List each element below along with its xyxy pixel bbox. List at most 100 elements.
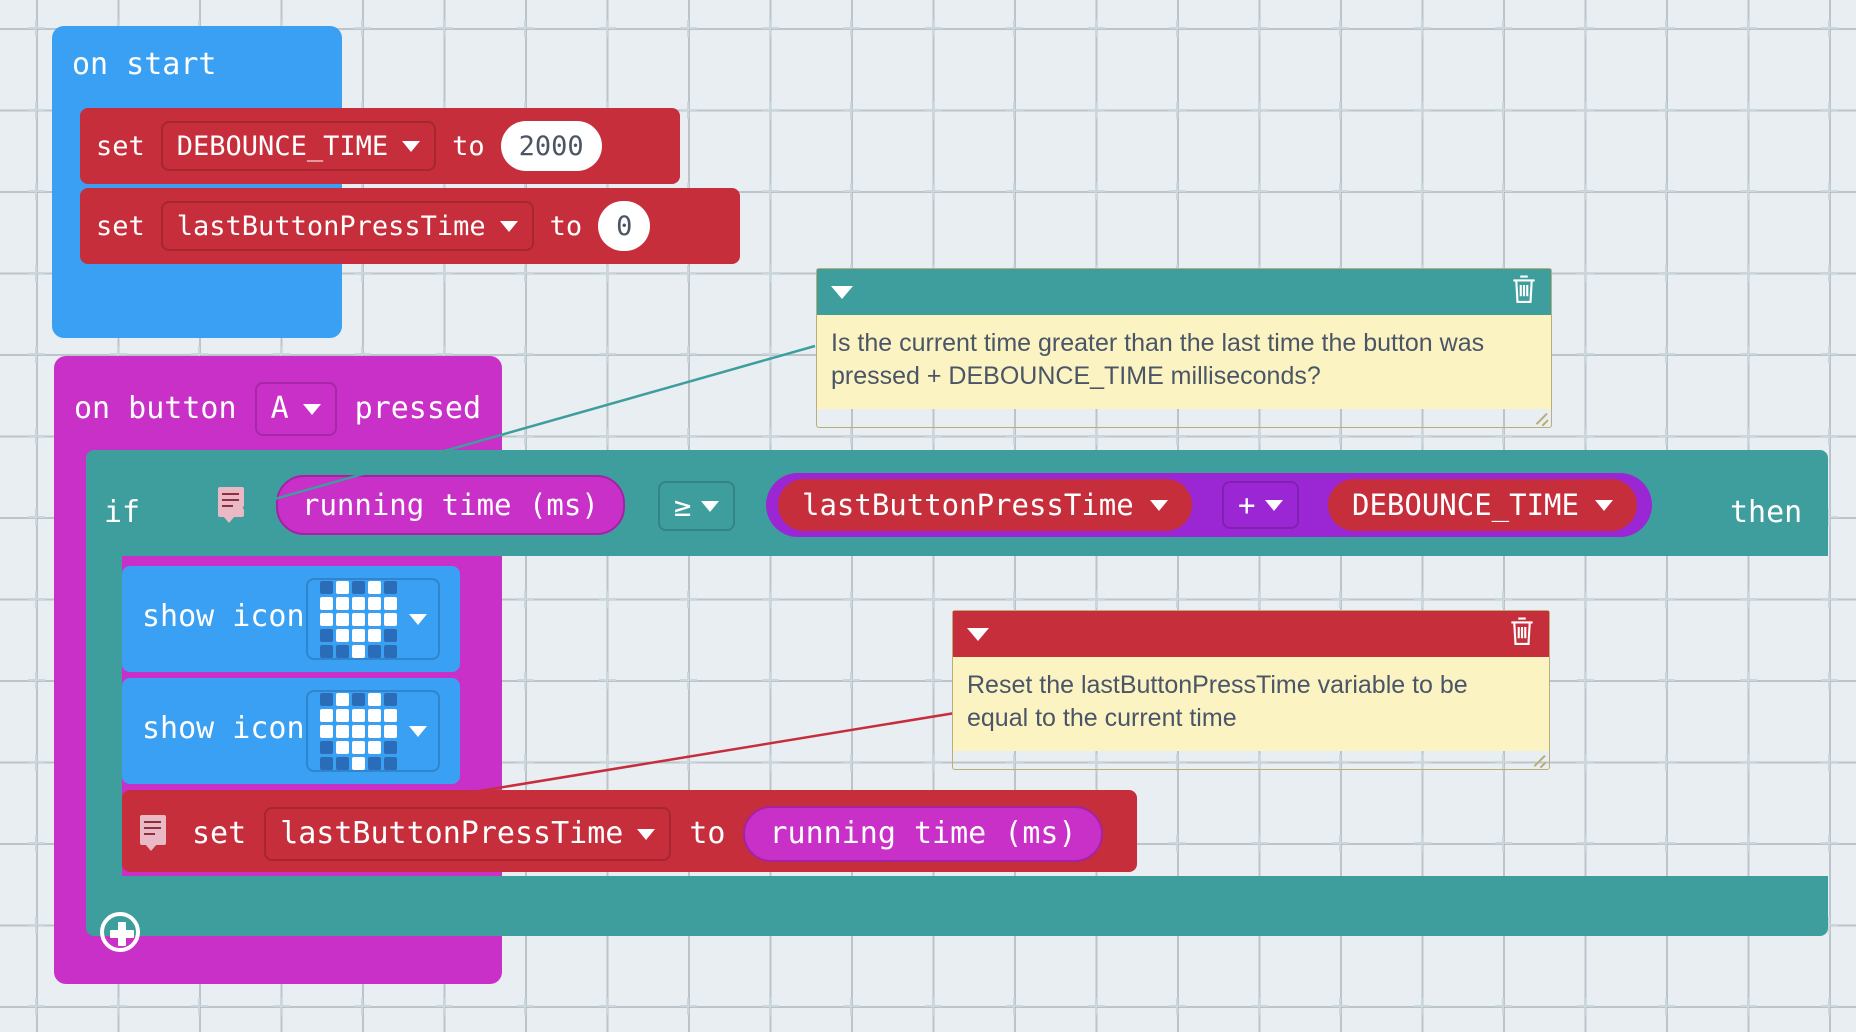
led-cell bbox=[367, 724, 381, 738]
number-input-2000[interactable]: 2000 bbox=[500, 121, 602, 171]
grid-mark bbox=[761, 427, 779, 445]
grid-mark bbox=[1821, 101, 1838, 119]
reset-comment-text[interactable]: Reset the lastButtonPressTime variable t… bbox=[953, 657, 1549, 751]
led-cell bbox=[383, 644, 397, 658]
led-cell bbox=[351, 724, 365, 738]
led-cell bbox=[319, 596, 333, 610]
arithmetic-operator-dropdown[interactable]: + bbox=[1222, 481, 1300, 529]
chevron-down-icon bbox=[402, 140, 421, 152]
if-add-else-button[interactable] bbox=[100, 912, 140, 952]
grid-mark bbox=[1821, 672, 1838, 689]
led-cell bbox=[351, 708, 365, 722]
grid-mark bbox=[1006, 101, 1023, 119]
icon-dropdown-1[interactable] bbox=[306, 578, 440, 660]
grid-mark bbox=[28, 916, 45, 934]
caret-down-icon[interactable] bbox=[967, 627, 989, 641]
led-cell bbox=[351, 612, 365, 626]
trash-icon[interactable] bbox=[1507, 615, 1537, 653]
grid-mark bbox=[28, 427, 45, 445]
grid-mark bbox=[1576, 835, 1594, 852]
running-time-reporter-2[interactable]: running time (ms) bbox=[743, 806, 1103, 862]
grid-mark bbox=[1576, 183, 1594, 200]
grid-mark bbox=[1413, 101, 1431, 119]
if-then-block-footer bbox=[86, 876, 1828, 936]
resize-handle[interactable] bbox=[1534, 410, 1548, 424]
number-input-0[interactable]: 0 bbox=[598, 201, 651, 251]
grid-mark bbox=[843, 753, 860, 771]
grid-mark bbox=[1413, 427, 1431, 445]
grid-mark bbox=[598, 672, 616, 689]
button-dropdown[interactable]: A bbox=[254, 382, 337, 436]
led-cell bbox=[335, 724, 349, 738]
grid-mark bbox=[1739, 346, 1757, 363]
led-cell bbox=[351, 596, 365, 610]
on-button-suffix: pressed bbox=[354, 391, 482, 426]
grid-mark bbox=[1250, 835, 1268, 852]
icon-dropdown-2[interactable] bbox=[306, 690, 440, 772]
grid-mark bbox=[598, 264, 616, 282]
led-cell bbox=[351, 628, 365, 642]
reset-comment-header[interactable] bbox=[953, 611, 1549, 657]
resize-handle[interactable] bbox=[1532, 752, 1546, 766]
trash-icon[interactable] bbox=[1509, 273, 1539, 311]
led-cell bbox=[367, 740, 381, 754]
led-cell bbox=[351, 740, 365, 754]
reset-comment-icon[interactable] bbox=[140, 815, 166, 851]
grid-mark bbox=[1821, 264, 1838, 282]
caret-down-icon[interactable] bbox=[831, 285, 853, 299]
grid-mark bbox=[1332, 590, 1349, 608]
running-time-reporter[interactable]: running time (ms) bbox=[276, 475, 625, 535]
variable-reporter-debounce-time[interactable]: DEBOUNCE_TIME bbox=[1328, 479, 1637, 531]
condition-comment-header[interactable] bbox=[817, 269, 1551, 315]
show-icon-block-2[interactable]: show icon bbox=[122, 678, 460, 784]
grid-mark bbox=[1169, 998, 1186, 1015]
variable-reporter-last-button-press-time[interactable]: lastButtonPressTime bbox=[778, 479, 1192, 531]
variable-dropdown-last-button-press-time-2[interactable]: lastButtonPressTime bbox=[264, 807, 672, 861]
grid-mark bbox=[354, 20, 371, 37]
grid-mark bbox=[1495, 427, 1512, 445]
grid-mark bbox=[28, 509, 45, 526]
grid-mark bbox=[435, 264, 453, 282]
grid-mark bbox=[1739, 101, 1757, 119]
grid-mark bbox=[28, 753, 45, 771]
chevron-down-icon bbox=[499, 220, 518, 232]
condition-comment[interactable]: Is the current time greater than the las… bbox=[816, 268, 1552, 428]
set-last-button-press-time-running-block[interactable]: set lastButtonPressTime to running time … bbox=[122, 790, 1137, 872]
grid-mark bbox=[680, 20, 697, 37]
set-keyword: set bbox=[192, 816, 247, 851]
grid-mark bbox=[680, 672, 697, 689]
set-last-button-press-time-block[interactable]: set lastButtonPressTime to 0 bbox=[80, 188, 740, 264]
led-cell bbox=[367, 644, 381, 658]
reset-comment[interactable]: Reset the lastButtonPressTime variable t… bbox=[952, 610, 1550, 770]
comparison-operator-dropdown[interactable]: ≥ bbox=[658, 481, 736, 531]
led-cell bbox=[335, 708, 349, 722]
grid-mark bbox=[1169, 101, 1186, 119]
variable-dropdown-debounce-time[interactable]: DEBOUNCE_TIME bbox=[160, 121, 437, 171]
grid-mark bbox=[1658, 427, 1675, 445]
condition-comment-text[interactable]: Is the current time greater than the las… bbox=[817, 315, 1551, 409]
then-keyword: then bbox=[1730, 495, 1803, 530]
variable-dropdown-last-button-press-time[interactable]: lastButtonPressTime bbox=[160, 201, 534, 251]
grid-mark bbox=[1658, 590, 1675, 608]
grid-mark bbox=[1087, 427, 1105, 445]
grid-mark bbox=[1087, 590, 1105, 608]
grid-mark bbox=[680, 998, 697, 1015]
led-cell bbox=[335, 692, 349, 706]
set-debounce-time-block[interactable]: set DEBOUNCE_TIME to 2000 bbox=[80, 108, 680, 184]
grid-mark bbox=[1413, 590, 1431, 608]
show-icon-block-1[interactable]: show icon bbox=[122, 566, 460, 672]
chevron-down-icon bbox=[1149, 499, 1168, 511]
grid-mark bbox=[1739, 672, 1757, 689]
grid-mark bbox=[1087, 998, 1105, 1015]
grid-mark bbox=[680, 101, 697, 119]
condition-comment-icon[interactable] bbox=[218, 487, 244, 523]
grid-mark bbox=[28, 835, 45, 852]
grid-mark bbox=[761, 672, 779, 689]
grid-mark bbox=[1413, 998, 1431, 1015]
led-cell bbox=[319, 692, 333, 706]
led-cell bbox=[319, 628, 333, 642]
chevron-down-icon bbox=[1265, 499, 1284, 511]
grid-mark bbox=[1413, 183, 1431, 200]
grid-mark bbox=[517, 20, 534, 37]
